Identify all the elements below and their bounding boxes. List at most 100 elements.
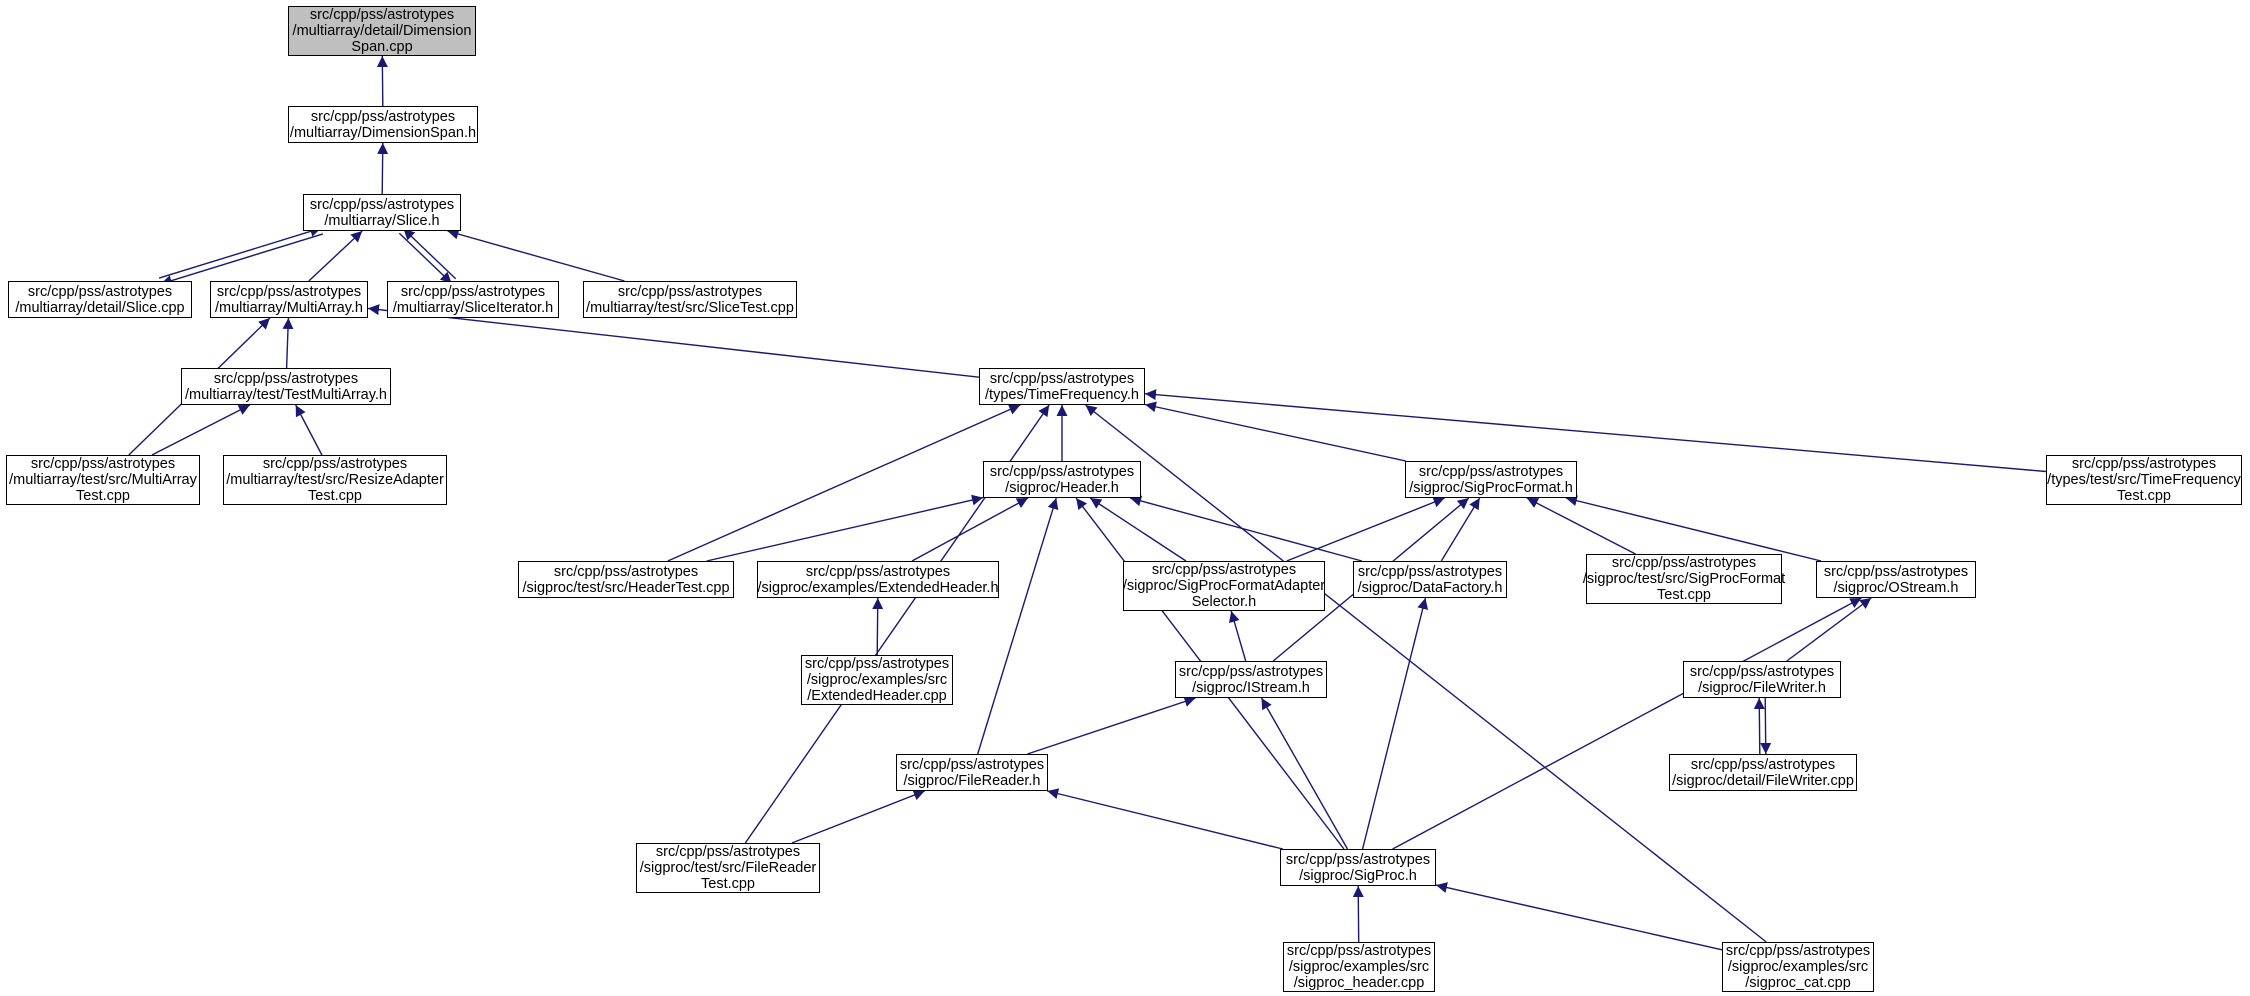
node-label-line: Test.cpp	[1657, 587, 1711, 603]
edge-sigprocformat-h-to-timefreq-h	[1144, 401, 1406, 462]
node-label-line: /sigproc/OStream.h	[1833, 579, 1959, 596]
node-label-line: /sigproc/detail/FileWriter.cpp	[1672, 772, 1854, 789]
node-label-line: src/cpp/pss/astrotypes	[213, 370, 359, 387]
graph-node-datafactory-h[interactable]: src/cpp/pss/astrotypes/sigproc/DataFacto…	[1353, 561, 1507, 598]
edge-ostream-h-to-sigprocformat-h	[1565, 495, 1822, 562]
node-label-line: /types/TimeFrequency.h	[985, 386, 1139, 403]
node-label-line: src/cpp/pss/astrotypes	[400, 283, 546, 300]
edge-filewriter-h-to-ostream-h	[1786, 597, 1872, 662]
node-label-line: Test.cpp	[2117, 488, 2171, 504]
graph-node-timefreqtest-cpp[interactable]: src/cpp/pss/astrotypes/types/test/src/Ti…	[2046, 455, 2242, 505]
node-label-line: /sigproc/test/src/FileReader	[639, 860, 817, 876]
graph-node-filereadertest-cpp[interactable]: src/cpp/pss/astrotypes/sigproc/test/src/…	[636, 843, 820, 893]
node-label-line: Test.cpp	[76, 488, 130, 504]
node-label-line: src/cpp/pss/astrotypes	[553, 563, 699, 580]
node-label-line: Test.cpp	[701, 876, 755, 892]
graph-node-header-h[interactable]: src/cpp/pss/astrotypes/sigproc/Header.h	[983, 461, 1141, 498]
edge-formattest-cpp-to-sigprocformat-h	[1526, 497, 1636, 555]
node-label-line: src/cpp/pss/astrotypes	[1823, 563, 1969, 580]
graph-node-multiarraytest-cpp[interactable]: src/cpp/pss/astrotypes/multiarray/test/s…	[6, 455, 200, 505]
node-label-line: src/cpp/pss/astrotypes	[1611, 555, 1757, 571]
graph-node-testmultiarray-h[interactable]: src/cpp/pss/astrotypes/multiarray/test/T…	[181, 368, 391, 405]
edge-headertest-cpp-to-header-h	[706, 494, 984, 562]
graph-node-timefreq-h[interactable]: src/cpp/pss/astrotypes/types/TimeFrequen…	[979, 368, 1145, 405]
node-label-line: /multiarray/MultiArray.h	[215, 299, 363, 316]
graph-node-ostream-h[interactable]: src/cpp/pss/astrotypes/sigproc/OStream.h	[1816, 561, 1976, 598]
node-label-line: Selector.h	[1191, 594, 1257, 610]
graph-node-filereader-h[interactable]: src/cpp/pss/astrotypes/sigproc/FileReade…	[896, 754, 1048, 791]
node-label-line: /sigproc_header.cpp	[1293, 975, 1425, 991]
node-label-line: src/cpp/pss/astrotypes	[262, 456, 408, 472]
node-label-line: src/cpp/pss/astrotypes	[216, 283, 362, 300]
node-label-line: /types/test/src/TimeFrequency	[2047, 472, 2241, 488]
edge-extheader-h-to-header-h	[911, 497, 1029, 562]
node-label-line: src/cpp/pss/astrotypes	[30, 456, 176, 472]
node-label-line: src/cpp/pss/astrotypes	[1690, 756, 1836, 773]
node-label-line: /multiarray/Slice.h	[324, 212, 440, 229]
graph-node-adapter-h[interactable]: src/cpp/pss/astrotypes/sigproc/SigProcFo…	[1123, 561, 1325, 611]
node-label-line: src/cpp/pss/astrotypes	[1357, 563, 1503, 580]
edge-sigproc-header-cpp-to-sigproc-h	[1352, 885, 1364, 943]
graph-node-resizeadapter-cpp[interactable]: src/cpp/pss/astrotypes/multiarray/test/s…	[223, 455, 447, 505]
node-label-line: /sigproc/examples/ExtendedHeader.h	[757, 579, 999, 596]
graph-node-sigproc-cat-cpp[interactable]: src/cpp/pss/astrotypes/sigproc/examples/…	[1722, 942, 1874, 992]
node-label-line: /multiarray/test/src/SliceTest.cpp	[586, 299, 794, 316]
edge-slicetest-cpp-to-slice-h	[447, 228, 625, 282]
graph-node-headertest-cpp[interactable]: src/cpp/pss/astrotypes/sigproc/test/src/…	[518, 561, 734, 598]
edge-sigproc-h-to-ostream-h	[1392, 597, 1862, 850]
edge-filereader-h-to-istream-h	[1027, 696, 1196, 755]
graph-node-slice-cpp[interactable]: src/cpp/pss/astrotypes/multiarray/detail…	[8, 281, 192, 318]
graph-node-extheader-cpp[interactable]: src/cpp/pss/astrotypes/sigproc/examples/…	[801, 655, 953, 705]
graph-node-sigproc-h[interactable]: src/cpp/pss/astrotypes/sigproc/SigProc.h	[1280, 849, 1436, 886]
edge-dimspan-h-to-dimspan-cpp	[376, 55, 388, 107]
graph-node-filewriter-cpp[interactable]: src/cpp/pss/astrotypes/sigproc/detail/Fi…	[1669, 754, 1857, 791]
graph-node-slice-h[interactable]: src/cpp/pss/astrotypes/multiarray/Slice.…	[303, 194, 461, 231]
graph-node-istream-h[interactable]: src/cpp/pss/astrotypes/sigproc/IStream.h	[1175, 661, 1327, 698]
graph-node-dimspan-cpp: src/cpp/pss/astrotypes/multiarray/detail…	[288, 6, 476, 56]
graph-node-sigprocformat-h[interactable]: src/cpp/pss/astrotypes/sigproc/SigProcFo…	[1405, 461, 1577, 498]
graph-node-sliceiter-h[interactable]: src/cpp/pss/astrotypes/multiarray/SliceI…	[387, 281, 559, 318]
node-label-line: src/cpp/pss/astrotypes	[1689, 663, 1835, 680]
node-label-line: /multiarray/test/src/MultiArray	[9, 472, 197, 488]
edge-timefreq-h-to-multiarray-h	[367, 304, 980, 378]
edge-sigproc-cat-cpp-to-timefreq-h	[1085, 404, 1767, 943]
graph-node-sigproc-header-cpp[interactable]: src/cpp/pss/astrotypes/sigproc/examples/…	[1283, 942, 1435, 992]
graph-node-slicetest-cpp[interactable]: src/cpp/pss/astrotypes/multiarray/test/s…	[583, 281, 797, 318]
edge-istream-h-to-adapter-h	[1228, 610, 1247, 662]
node-label-line: Test.cpp	[308, 488, 362, 504]
edge-multiarray-h-to-slice-h	[308, 230, 363, 282]
edge-headertest-cpp-to-timefreq-h	[667, 404, 1021, 562]
node-label-line: src/cpp/pss/astrotypes	[899, 756, 1045, 773]
node-label-line: src/cpp/pss/astrotypes	[1286, 943, 1432, 959]
edge-sigproc-h-to-datafactory-h	[1361, 597, 1429, 850]
edge-extheader-cpp-to-extheader-h	[872, 597, 884, 656]
edge-sigproc-cat-cpp-to-sigproc-h	[1435, 882, 1723, 951]
graph-node-filewriter-h[interactable]: src/cpp/pss/astrotypes/sigproc/FileWrite…	[1683, 661, 1841, 698]
edge-timefreqtest-cpp-to-timefreq-h	[1144, 389, 2047, 473]
edge-multiarraytest-cpp-to-testmultiarray-h	[151, 404, 251, 456]
edge-slice-h-to-dimspan-h	[377, 142, 389, 195]
edge-slice-h-to-slice-cpp	[160, 233, 324, 286]
node-label-line: /ExtendedHeader.cpp	[807, 688, 947, 704]
edge-filewriter-cpp-to-filewriter-h	[1753, 697, 1765, 755]
graph-node-formattest-cpp[interactable]: src/cpp/pss/astrotypes/sigproc/test/src/…	[1583, 554, 1785, 604]
node-label-line: /multiarray/SliceIterator.h	[392, 299, 554, 316]
node-label-line: src/cpp/pss/astrotypes	[1285, 851, 1431, 868]
node-label-line: src/cpp/pss/astrotypes	[655, 844, 801, 860]
node-label-line: src/cpp/pss/astrotypes	[27, 283, 173, 300]
node-label-line: src/cpp/pss/astrotypes	[804, 656, 950, 672]
graph-node-extheader-h[interactable]: src/cpp/pss/astrotypes/sigproc/examples/…	[757, 561, 999, 598]
node-label-line: /multiarray/detail/Dimension	[292, 23, 472, 39]
edge-testmultiarray-h-to-multiarray-h	[282, 317, 294, 369]
edge-sigproc-h-to-istream-h	[1260, 697, 1349, 850]
node-label-line: /sigproc/FileReader.h	[903, 772, 1041, 789]
graph-node-dimspan-h[interactable]: src/cpp/pss/astrotypes/multiarray/Dimens…	[288, 106, 478, 143]
node-label-line: /sigproc/Header.h	[1005, 479, 1119, 496]
node-label-line: src/cpp/pss/astrotypes	[989, 370, 1135, 387]
node-label-line: /sigproc/SigProcFormat.h	[1409, 479, 1573, 496]
node-label-line: src/cpp/pss/astrotypes	[617, 283, 763, 300]
node-label-line: /sigproc/DataFactory.h	[1357, 579, 1503, 596]
graph-node-multiarray-h[interactable]: src/cpp/pss/astrotypes/multiarray/MultiA…	[210, 281, 368, 318]
edge-sigproc-h-to-filereader-h	[1047, 788, 1283, 850]
